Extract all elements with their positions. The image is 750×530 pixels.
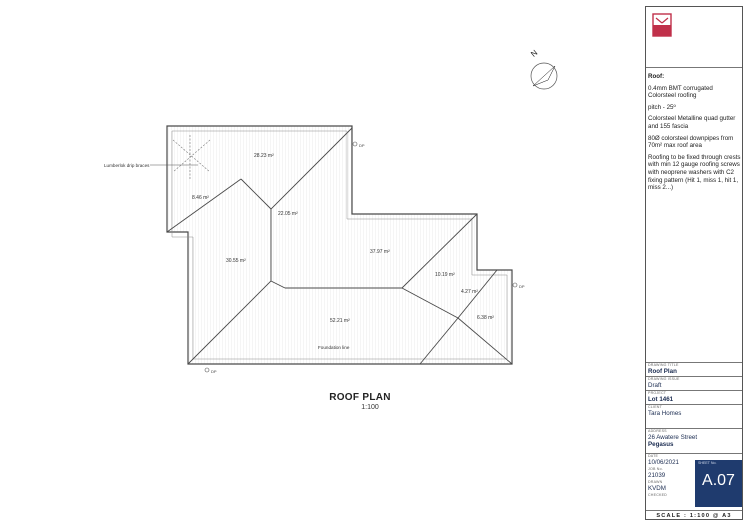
drawing-issue-label: DRAWING ISSUE xyxy=(648,377,680,381)
address-label: ADDRESS xyxy=(648,429,667,433)
divider xyxy=(646,404,742,405)
area-label: 37.97 m² xyxy=(370,249,390,255)
plan-title: ROOF PLAN xyxy=(329,392,391,403)
north-label: N xyxy=(529,48,539,59)
company-logo-icon xyxy=(652,13,672,37)
area-label: 6.38 m² xyxy=(477,315,494,321)
foundation-outline xyxy=(171,130,508,360)
divider xyxy=(646,390,742,391)
project-value: Lot 1461 xyxy=(648,396,674,403)
address-line-1: 26 Awatere Street xyxy=(648,434,698,441)
note-item: 80Ø colorsteel downpipes from 70m² max r… xyxy=(648,134,734,150)
north-arrow xyxy=(530,62,558,90)
area-label: 52.21 m² xyxy=(330,318,350,324)
drawn-value: KVDM xyxy=(648,485,666,492)
title-block: Roof: 0.4mm BMT corrugated Colorsteel ro… xyxy=(645,6,743,520)
drawn-label: DRAWN xyxy=(648,480,663,484)
dp-label-1: DP xyxy=(359,143,365,148)
sheet-number: A.07 xyxy=(702,472,735,489)
area-label: 8.46 m² xyxy=(192,195,209,201)
area-label: 30.55 m² xyxy=(226,258,246,264)
scale-note: SCALE : 1:100 @ A3 xyxy=(656,513,732,519)
divider xyxy=(646,67,742,68)
drip-braces xyxy=(172,135,211,180)
divider xyxy=(646,510,742,511)
roof-outline xyxy=(166,125,513,365)
area-label: 4.27 m² xyxy=(461,289,478,295)
note-item: 0.4mm BMT corrugated Colorsteel roofing xyxy=(648,84,713,100)
roof-plan-drawing: DP DP DP 28.23 m² 8.46 m² 22.05 m² 30.55… xyxy=(104,48,558,374)
area-label: 22.05 m² xyxy=(278,211,298,217)
job-label: JOB No. xyxy=(648,467,663,471)
note-item: Roofing to be fixed through crests with … xyxy=(648,153,741,192)
drawing-issue: Draft xyxy=(648,382,662,389)
sheet-number-box: SHEET No. A.07 xyxy=(695,460,742,507)
date-value: 10/06/2021 xyxy=(648,459,679,466)
divider xyxy=(646,453,742,454)
area-label: 28.23 m² xyxy=(254,153,274,159)
divider xyxy=(646,376,742,377)
client-label: CLIENT xyxy=(648,405,662,409)
address-line-2: Pegasus xyxy=(648,441,674,448)
note-item: pitch - 25º xyxy=(648,103,676,111)
dp-label-3: DP xyxy=(211,369,217,374)
roof-lines xyxy=(166,127,513,365)
job-value: 21039 xyxy=(648,472,666,479)
project-label: PROJECT xyxy=(648,391,667,395)
note-item: Colorsteel Metalline quad gutter and 155… xyxy=(648,115,736,130)
lumberlok-callout: Lumberlok drip braces xyxy=(104,163,150,168)
plan-scale: 1:100 xyxy=(361,404,379,411)
notes-heading: Roof: xyxy=(648,73,665,80)
roof-notes: Roof: 0.4mm BMT corrugated Colorsteel ro… xyxy=(648,73,742,196)
area-label: 10.19 m² xyxy=(435,272,455,278)
foundation-line-label: Foundation line xyxy=(318,345,350,350)
client-value: Tara Homes xyxy=(648,410,682,417)
sheet-label: SHEET No. xyxy=(698,461,717,465)
drawing-title: Roof Plan xyxy=(648,368,677,375)
dp-label-2: DP xyxy=(519,284,525,289)
downpipes xyxy=(204,141,518,373)
date-label: DATE xyxy=(648,454,659,458)
checked-label: CHECKED xyxy=(648,493,667,497)
drawing-title-label: DRAWING TITLE xyxy=(648,363,679,367)
divider xyxy=(646,428,742,429)
divider xyxy=(646,362,742,363)
